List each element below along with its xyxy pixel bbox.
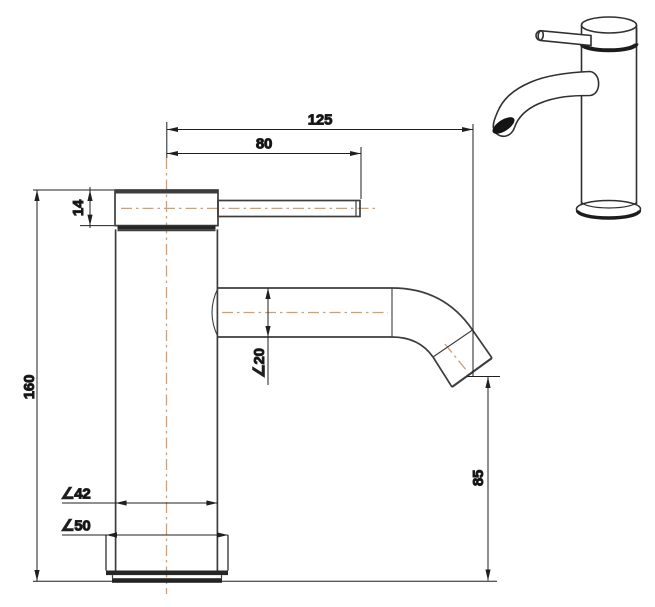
dimension-reach-full: 125 bbox=[166, 111, 474, 377]
dimension-reach-handle: 80 bbox=[167, 135, 362, 199]
spout-outline bbox=[211, 287, 493, 388]
outlet-centerline bbox=[444, 343, 468, 372]
dimension-body-diameter: ∠42 bbox=[61, 485, 218, 506]
render-base bbox=[575, 199, 642, 220]
perspective-view bbox=[492, 16, 642, 220]
dimension-label-160: 160 bbox=[21, 375, 38, 399]
centerlines bbox=[121, 158, 468, 594]
render-spout bbox=[492, 70, 600, 138]
handle-outline bbox=[217, 199, 361, 218]
body-outline bbox=[114, 229, 219, 571]
dimension-total-height: 160 bbox=[21, 190, 40, 581]
dimensions: 125 80 14 160 bbox=[21, 111, 500, 582]
render-handle bbox=[535, 29, 592, 47]
render-body bbox=[580, 28, 638, 209]
dimension-label-d20: ∠20 bbox=[251, 348, 268, 378]
dimension-label-14: 14 bbox=[70, 199, 87, 216]
dimension-cap-height: 14 bbox=[33, 187, 114, 228]
render-cap bbox=[579, 16, 639, 53]
dimension-outlet-height: 85 bbox=[467, 376, 500, 581]
front-view bbox=[105, 189, 493, 583]
render-spout-outlet bbox=[492, 117, 515, 134]
dimension-label-d42: ∠42 bbox=[61, 486, 91, 503]
dimension-label-85: 85 bbox=[470, 470, 487, 486]
dimension-label-80: 80 bbox=[256, 136, 272, 153]
dimension-base-diameter: ∠50 bbox=[61, 517, 228, 538]
dimension-label-125: 125 bbox=[308, 112, 332, 129]
dimension-spout-diameter: ∠20 bbox=[251, 288, 271, 385]
dimension-label-d50: ∠50 bbox=[61, 518, 91, 535]
